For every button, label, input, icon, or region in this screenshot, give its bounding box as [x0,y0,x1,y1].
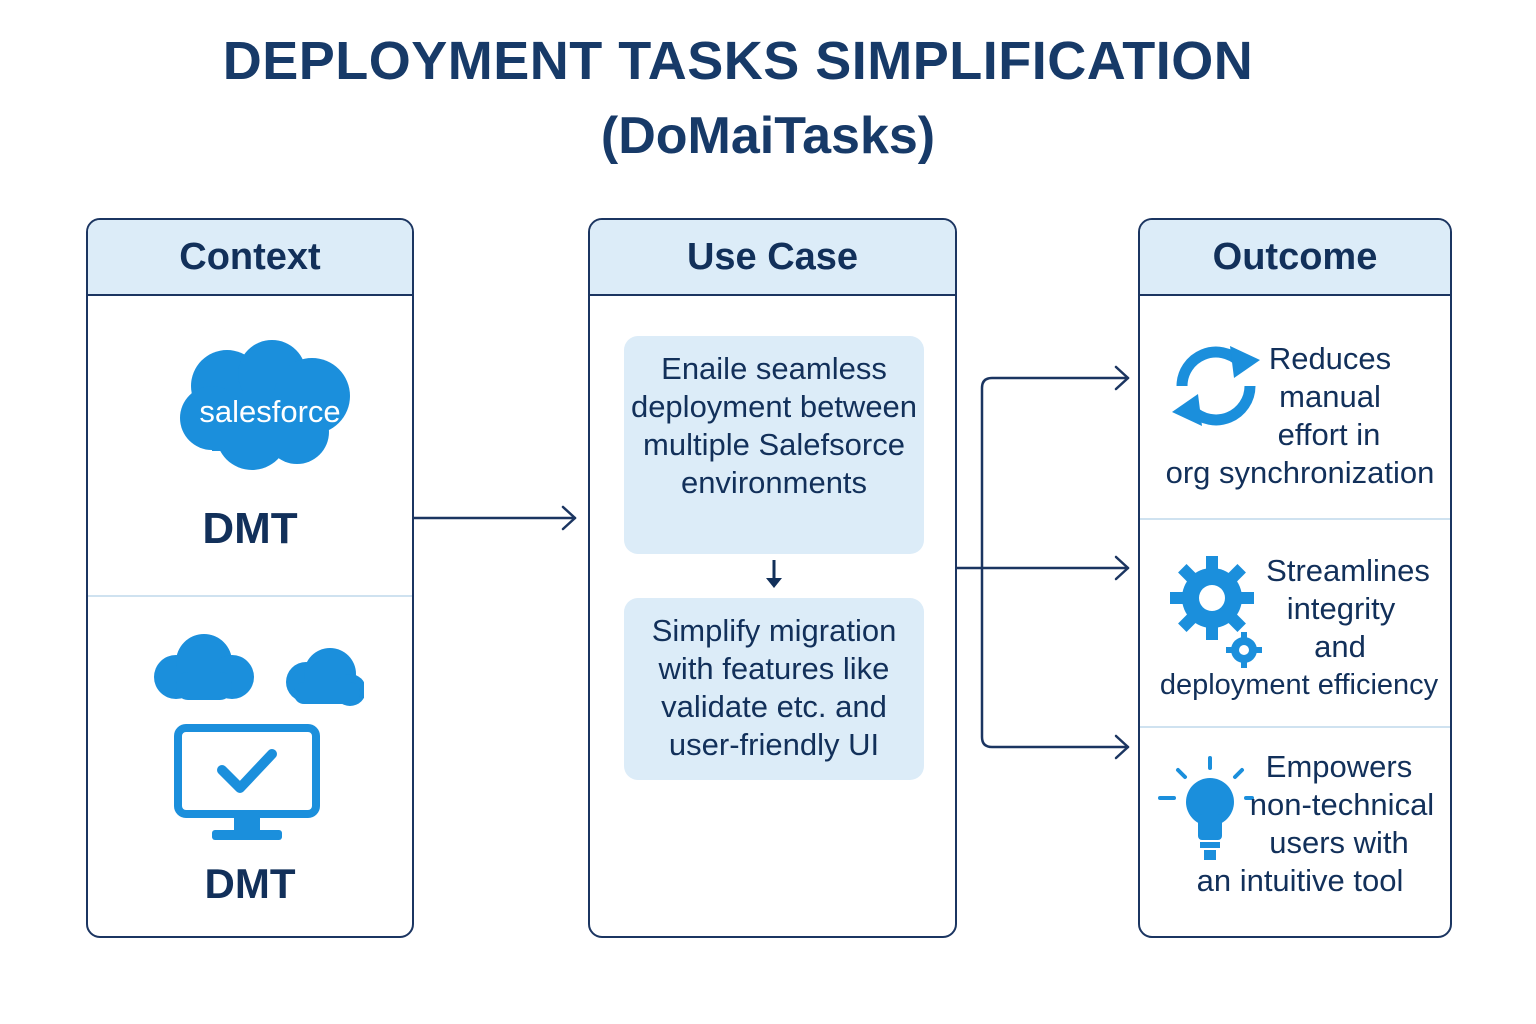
outcome-2-line-1: Streamlines [1266,553,1430,588]
outcome-3-line-4: an intuitive tool [1196,863,1404,898]
use-case-panel: Use Case Enaile seamless deployment betw… [588,218,957,938]
context-panel: Context salesforce DMT [86,218,414,938]
outcome-3-line-2: non-technical [1249,787,1435,822]
use-case-to-outcome-branch [955,365,1130,760]
outcome-1-line-3: effort in [1277,417,1381,452]
title-line-2: (DoMaiTasks) [600,107,936,165]
sync-arrows-icon [1172,346,1260,426]
outcome-2-line-2: integrity [1286,591,1396,626]
outcome-3-line-1: Empowers [1265,749,1413,784]
outcome-1-line-1: Reduces [1268,341,1392,376]
salesforce-cloud-logo: salesforce [180,340,350,470]
outcome-divider-2 [1140,726,1450,728]
clouds-icon [154,634,364,706]
outcome-1-line-2: manual [1279,379,1381,414]
use-case-header: Use Case [590,220,955,296]
title-line-1: DEPLOYMENT TASKS SIMPLIFICATION [222,31,1254,91]
dmt-label-bottom: DMT [204,860,296,907]
lightbulb-icon [1158,756,1254,860]
context-to-use-case-arrow [412,505,577,531]
outcome-panel: Outcome Reduces manual effort in org syn… [1138,218,1452,938]
context-divider [88,595,412,597]
use-case-step-1: Enaile seamless deployment between multi… [624,336,924,554]
gears-icon [1170,556,1262,668]
monitor-check-icon [174,724,320,840]
use-case-step-2: Simplify migration with features like va… [624,598,924,780]
salesforce-logo-text: salesforce [199,394,340,429]
dmt-label-top: DMT [202,504,298,553]
outcome-2-line-4: deployment efficiency [1159,669,1439,701]
down-arrow-icon [766,560,782,588]
context-header: Context [88,220,412,296]
outcome-header: Outcome [1140,220,1450,296]
outcome-2-line-3: and [1314,629,1366,664]
outcome-3-line-3: users with [1269,825,1409,860]
outcome-1-line-4: org synchronization [1165,455,1435,490]
outcome-divider-1 [1140,518,1450,520]
